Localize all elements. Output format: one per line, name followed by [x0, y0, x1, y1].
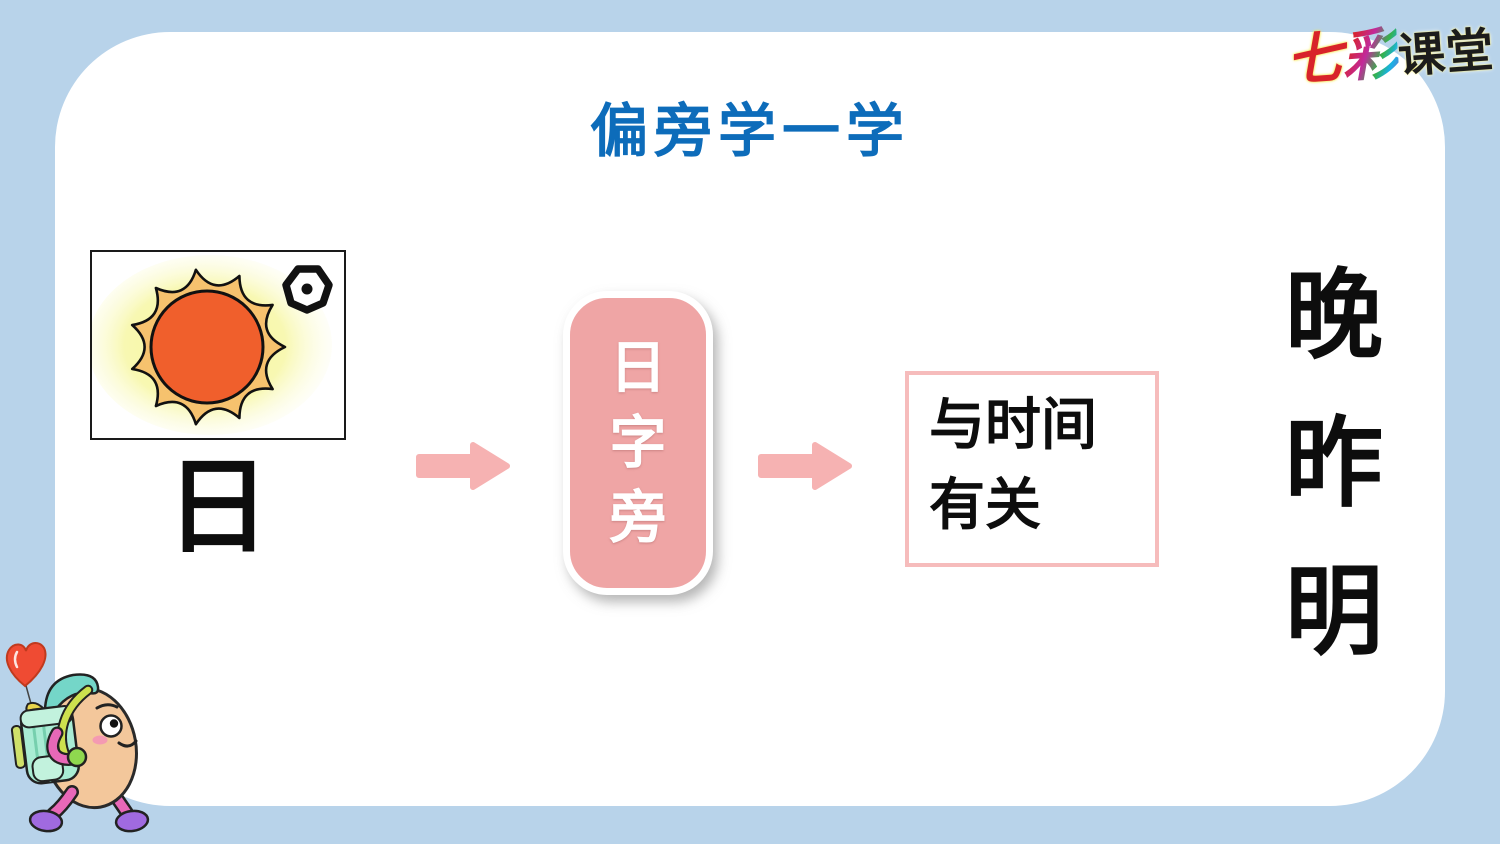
arrow-right-icon	[758, 442, 852, 490]
example-char: 晚	[1284, 263, 1383, 371]
meaning-box: 与时间 有关	[905, 371, 1159, 567]
brand-logo-suffix: 课堂	[1396, 22, 1496, 83]
example-char: 明	[1284, 559, 1383, 667]
oracle-sun-icon	[282, 265, 333, 314]
sun-icon	[92, 255, 333, 435]
source-character: 日	[165, 451, 270, 566]
sun-core	[149, 289, 265, 405]
arrow-right-icon	[416, 442, 510, 490]
meaning-line-1: 与时间	[929, 395, 1097, 457]
brand-logo-char-2: 彩	[1339, 21, 1401, 89]
radical-card-char: 日	[609, 336, 667, 400]
brand-logo-char-1: 七	[1284, 25, 1345, 93]
example-char: 昨	[1284, 411, 1383, 519]
example-characters: 晚 昨 明	[1272, 268, 1396, 662]
sun-illustration	[90, 250, 346, 440]
radical-card-char: 字	[609, 411, 667, 475]
mascot-walking-egg-icon	[5, 642, 150, 833]
brand-logo: 七彩课堂	[1284, 19, 1496, 93]
page-title: 偏旁学一学	[589, 99, 910, 164]
radical-card: 日 字 旁	[563, 291, 713, 595]
radical-card-char: 旁	[609, 486, 667, 550]
meaning-line-2: 有关	[929, 474, 1041, 537]
